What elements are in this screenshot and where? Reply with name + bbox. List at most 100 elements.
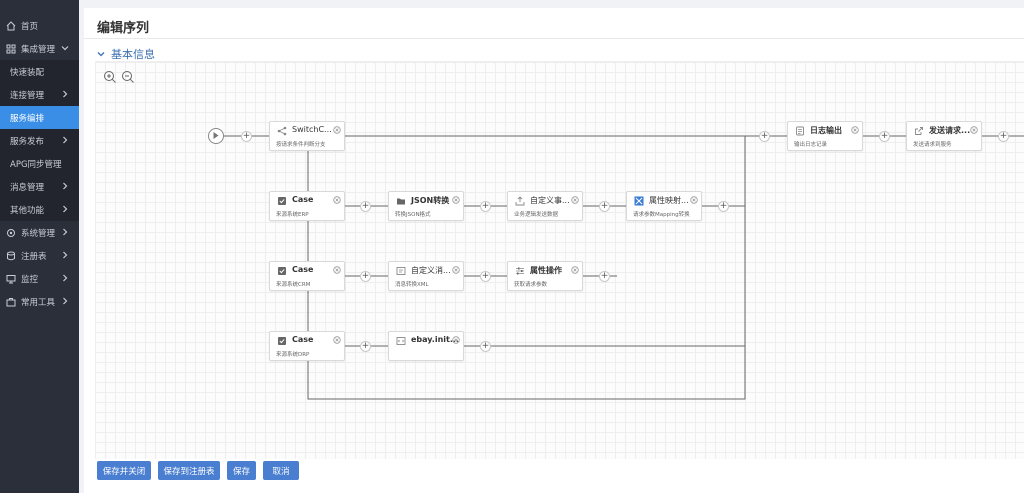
node-title: Case <box>292 195 314 204</box>
chevron-right-icon <box>61 136 69 147</box>
save-and-close-button[interactable]: 保存并关闭 <box>97 461 151 480</box>
add-step-button[interactable]: + <box>480 201 491 212</box>
add-step-button[interactable]: + <box>480 341 491 352</box>
flow-node-attribute-op[interactable]: 属性操作 获取请求参数 <box>507 261 583 291</box>
add-step-button[interactable]: + <box>759 131 770 142</box>
sidebar-item-apg-sync[interactable]: APG同步管理 <box>0 152 79 175</box>
chevron-right-icon <box>61 205 69 216</box>
close-icon[interactable] <box>333 333 341 344</box>
sidebar-item-tools[interactable]: 常用工具 <box>0 290 79 313</box>
close-icon[interactable] <box>571 193 579 204</box>
sidebar: 首页 集成管理 快速装配 连接管理 服务编排 服务发布 APG同步管理 消息管理… <box>0 0 79 493</box>
sidebar-item-label: 连接管理 <box>10 90 45 101</box>
node-subtitle: 按请求条件判断分支 <box>276 142 326 148</box>
close-icon[interactable] <box>452 263 460 274</box>
folder-icon <box>396 195 406 205</box>
close-icon[interactable] <box>452 333 460 344</box>
zoom-in-icon[interactable] <box>103 70 117 84</box>
flow-node-custom-message[interactable]: 自定义消... 消息转换XML <box>388 261 464 291</box>
sidebar-item-quick-assembly[interactable]: 快速装配 <box>0 60 79 83</box>
flow-node-case-erp[interactable]: Case 来源系统ERP <box>269 191 345 221</box>
share-icon <box>277 125 287 136</box>
flow-node-switch[interactable]: SwitchC... 按请求条件判断分支 <box>269 121 345 151</box>
tools-icon <box>6 297 16 307</box>
close-icon[interactable] <box>333 123 341 134</box>
mapping-icon <box>634 195 644 206</box>
add-step-button[interactable]: + <box>360 271 371 282</box>
sliders-icon <box>515 265 525 275</box>
sidebar-item-label: 监控 <box>21 274 39 285</box>
sidebar-item-system[interactable]: 系统管理 <box>0 221 79 244</box>
upload-icon <box>515 195 525 206</box>
node-title: 发送请求... <box>929 126 971 135</box>
sidebar-item-label: 系统管理 <box>21 228 56 239</box>
add-step-button[interactable]: + <box>718 201 729 212</box>
add-step-button[interactable]: + <box>998 131 1009 142</box>
close-icon[interactable] <box>333 193 341 204</box>
flow-node-case-drp[interactable]: Case 来源系统DRP <box>269 331 345 361</box>
sidebar-item-integration[interactable]: 集成管理 <box>0 37 79 60</box>
node-subtitle: 获取请求参数 <box>514 282 548 288</box>
save-button[interactable]: 保存 <box>227 461 256 480</box>
save-to-registry-button[interactable]: 保存到注册表 <box>158 461 220 480</box>
section-header[interactable]: 基本信息 <box>97 46 155 62</box>
close-icon[interactable] <box>970 123 978 134</box>
main-panel: 编辑序列 基本信息 + + + + + + + <box>84 8 1024 493</box>
sidebar-item-label: 首页 <box>21 21 39 32</box>
sidebar-item-label: 注册表 <box>21 251 47 262</box>
node-title: Case <box>292 265 314 274</box>
add-step-button[interactable]: + <box>360 341 371 352</box>
checkbox-icon <box>277 265 287 275</box>
flow-node-case-crm[interactable]: Case 来源系统CRM <box>269 261 345 291</box>
section-title: 基本信息 <box>111 48 155 61</box>
sidebar-item-message[interactable]: 消息管理 <box>0 175 79 198</box>
flow-node-ebay[interactable]: ebay.init... <box>388 331 464 361</box>
sidebar-item-publish[interactable]: 服务发布 <box>0 129 79 152</box>
add-step-button[interactable]: + <box>480 271 491 282</box>
checkbox-icon <box>277 195 287 205</box>
close-icon[interactable] <box>571 263 579 274</box>
chevron-right-icon <box>61 251 69 262</box>
add-step-button[interactable]: + <box>599 201 610 212</box>
node-title: 自定义消... <box>411 266 451 275</box>
monitor-icon <box>6 274 16 284</box>
add-step-button[interactable]: + <box>599 271 610 282</box>
zoom-out-icon[interactable] <box>121 70 135 84</box>
database-icon <box>6 251 16 261</box>
flow-canvas[interactable]: + + + + + + + + + + + + + SwitchC... 按请求… <box>95 61 1024 459</box>
sidebar-item-registry[interactable]: 注册表 <box>0 244 79 267</box>
chevron-right-icon <box>61 90 69 101</box>
cancel-button[interactable]: 取消 <box>263 461 299 480</box>
sidebar-item-label: APG同步管理 <box>10 159 62 170</box>
sidebar-item-monitor[interactable]: 监控 <box>0 267 79 290</box>
flow-node-json[interactable]: JSON转换 转换JSON格式 <box>388 191 464 221</box>
close-icon[interactable] <box>851 123 859 134</box>
add-step-button[interactable]: + <box>879 131 890 142</box>
node-subtitle: 来源系统ERP <box>276 212 309 218</box>
node-subtitle: 消息转换XML <box>395 282 429 288</box>
flow-node-send-request[interactable]: 发送请求... 发送请求到服务 <box>906 121 982 151</box>
title-divider <box>84 38 1024 39</box>
node-subtitle: 来源系统CRM <box>276 282 311 288</box>
sidebar-item-other[interactable]: 其他功能 <box>0 198 79 221</box>
node-title: Case <box>292 335 314 344</box>
sidebar-item-label: 其他功能 <box>10 205 45 216</box>
sidebar-item-label: 集成管理 <box>21 44 56 55</box>
sidebar-item-home[interactable]: 首页 <box>0 14 79 37</box>
add-step-button[interactable]: + <box>241 131 252 142</box>
sidebar-item-orchestration[interactable]: 服务编排 <box>0 106 79 129</box>
node-title: 自定义事... <box>530 196 570 205</box>
flow-node-log[interactable]: 日志输出 输出日志记录 <box>787 121 863 151</box>
node-subtitle: 输出日志记录 <box>794 142 828 148</box>
flow-node-mapping[interactable]: 属性映射... 请求参数Mapping转换 <box>626 191 702 221</box>
close-icon[interactable] <box>690 193 698 204</box>
flow-node-custom-event[interactable]: 自定义事... 业务逻辑发送数据 <box>507 191 583 221</box>
close-icon[interactable] <box>452 193 460 204</box>
start-button[interactable] <box>208 128 224 144</box>
sidebar-item-connection[interactable]: 连接管理 <box>0 83 79 106</box>
add-step-button[interactable]: + <box>360 201 371 212</box>
chevron-right-icon <box>61 182 69 193</box>
chevron-right-icon <box>61 297 69 308</box>
close-icon[interactable] <box>333 263 341 274</box>
sidebar-item-label: 服务发布 <box>10 136 45 147</box>
